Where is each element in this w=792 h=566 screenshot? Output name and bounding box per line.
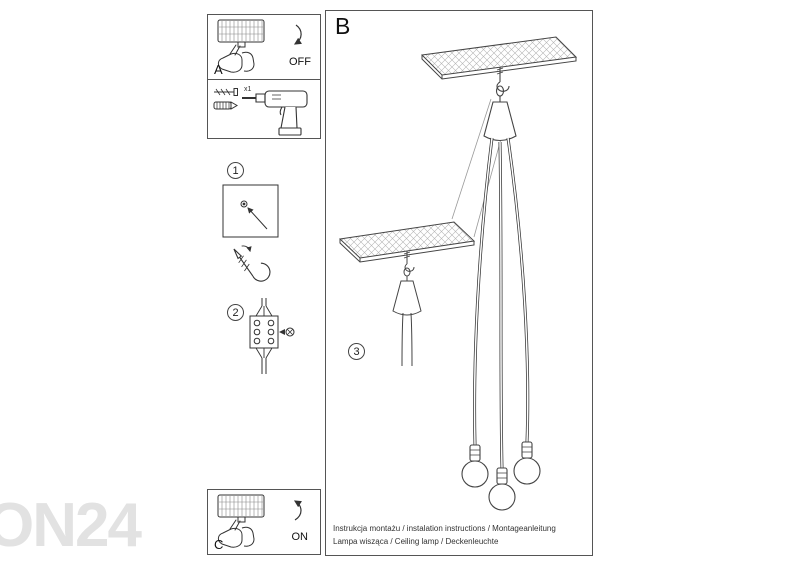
light-bulb-icon xyxy=(462,445,488,487)
step-1-number: 1 xyxy=(227,162,244,179)
step-2-number-text: 2 xyxy=(232,306,239,319)
ceiling-hook-icon xyxy=(497,67,510,102)
drill-hole-illustration xyxy=(223,185,278,237)
cord-stubs xyxy=(402,313,412,366)
footer-line-1: Instrukcja montażu / instalation instruc… xyxy=(333,524,556,534)
drill-icon xyxy=(242,91,307,135)
ceiling-plate-icon xyxy=(340,222,474,262)
power-on-illustration xyxy=(208,490,302,554)
step-3-number-text: 3 xyxy=(353,345,360,358)
footer-text: Instrukcja montażu / instalation instruc… xyxy=(333,523,556,549)
rotation-arrow-icon xyxy=(293,25,302,45)
rotation-arrow-icon xyxy=(293,500,302,520)
panel-a-letter: A xyxy=(214,62,223,77)
canopy-cone-icon xyxy=(393,281,421,315)
breaker-panel-icon xyxy=(218,495,264,522)
step-1-illustration xyxy=(220,182,290,304)
wall-anchor-icon xyxy=(214,102,237,109)
step-2-number: 2 xyxy=(227,304,244,321)
off-label: OFF xyxy=(289,56,311,68)
tools-illustration xyxy=(208,80,320,138)
panel-b-main-drawing: B xyxy=(325,10,593,556)
screw-icon xyxy=(214,89,238,96)
panel-c-power-on: ON C xyxy=(207,489,321,555)
ceiling-hook-icon xyxy=(231,239,274,287)
step-2-illustration xyxy=(230,296,300,391)
detail-inset xyxy=(340,222,474,366)
screw-arrow-icon xyxy=(279,328,294,336)
light-bulb-icon xyxy=(489,468,515,510)
tools-box: x1 xyxy=(207,79,321,139)
pendant-lamp-illustration xyxy=(326,11,592,555)
panel-a-power-off: OFF A xyxy=(207,14,321,80)
power-off-illustration xyxy=(208,15,302,79)
light-bulb-icon xyxy=(514,442,540,484)
hand-icon xyxy=(218,520,254,547)
panel-b-letter: B xyxy=(335,13,351,39)
step-1-number-text: 1 xyxy=(232,164,239,177)
ceiling-plate-icon xyxy=(422,37,576,79)
breaker-panel-icon xyxy=(218,20,264,47)
panel-c-letter: C xyxy=(214,537,224,552)
screw-qty-label: x1 xyxy=(244,86,252,93)
footer-line-2: Lampa wisząca / Ceiling lamp / Deckenleu… xyxy=(333,537,499,547)
step-3-number: 3 xyxy=(348,343,365,360)
terminal-block-icon xyxy=(250,298,278,374)
canopy-cone-icon xyxy=(484,102,516,141)
ceiling-hook-icon xyxy=(404,251,414,281)
pendant-cords xyxy=(475,138,528,468)
on-label: ON xyxy=(291,531,309,543)
watermark-logo: ON24 xyxy=(0,491,142,560)
hand-icon xyxy=(218,45,254,72)
